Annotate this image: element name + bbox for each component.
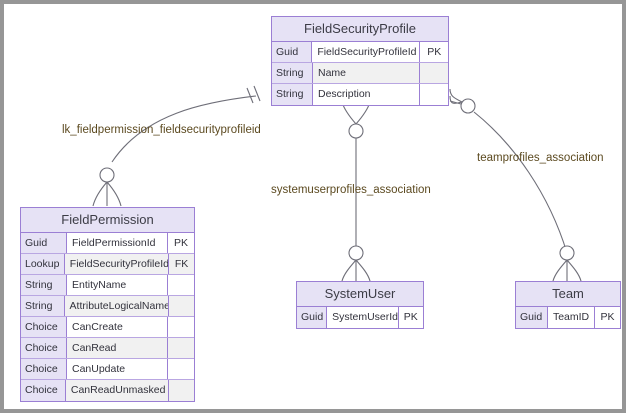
attribute-row[interactable]: Choice CanUpdate — [21, 359, 194, 380]
attribute-type: Choice — [21, 338, 67, 358]
connector-systemuser-circle-top — [348, 123, 364, 139]
connector-lk-line — [111, 95, 257, 163]
attribute-name: AttributeLogicalName — [69, 300, 169, 312]
attribute-row[interactable]: Guid TeamID PK — [516, 307, 620, 328]
attribute-name: FieldSecurityProfileId — [69, 258, 169, 270]
entity-attribute-list: Guid TeamID PK — [516, 307, 620, 328]
attribute-row[interactable]: String Name — [272, 63, 448, 84]
attribute-name: TeamID — [552, 311, 590, 323]
attribute-type: String — [21, 275, 67, 295]
attribute-row[interactable]: String Description — [272, 84, 448, 105]
attribute-name: CanRead — [72, 342, 117, 354]
connector-systemuser-crowsfoot-bottom — [341, 259, 371, 282]
entity-team[interactable]: Team Guid TeamID PK — [515, 281, 621, 329]
connector-lk-crowsfoot — [92, 181, 122, 207]
attribute-key: PK — [419, 42, 448, 62]
attribute-type: String — [272, 84, 313, 105]
attribute-name: Name — [318, 67, 347, 79]
attribute-type: Lookup — [21, 254, 65, 274]
attribute-row[interactable]: Lookup FieldSecurityProfileId FK — [21, 254, 194, 275]
connector-lk-tick-2 — [253, 85, 261, 102]
entity-attribute-list: Guid SystemUserId PK — [297, 307, 423, 328]
attribute-row[interactable]: Guid FieldSecurityProfileId PK — [272, 42, 448, 63]
attribute-row[interactable]: Choice CanReadUnmasked — [21, 380, 194, 401]
attribute-key — [168, 296, 194, 316]
attribute-row[interactable]: Choice CanRead — [21, 338, 194, 359]
attribute-name: SystemUserId — [332, 311, 398, 323]
entity-fieldpermission[interactable]: FieldPermission Guid FieldPermissionId P… — [20, 207, 195, 402]
attribute-key: PK — [594, 307, 620, 328]
connector-team-crowsfoot-left — [449, 88, 463, 104]
attribute-type: Choice — [21, 317, 67, 337]
attribute-row[interactable]: Guid FieldPermissionId PK — [21, 233, 194, 254]
entity-systemuser[interactable]: SystemUser Guid SystemUserId PK — [296, 281, 424, 329]
entity-title: FieldSecurityProfile — [272, 17, 448, 42]
attribute-type: Guid — [272, 42, 313, 62]
attribute-key — [419, 63, 448, 83]
attribute-name: FieldSecurityProfileId — [317, 46, 417, 58]
attribute-row[interactable]: Guid SystemUserId PK — [297, 307, 423, 328]
entity-attribute-list: Guid FieldPermissionId PK Lookup FieldSe… — [21, 233, 194, 401]
connector-team-stem-left — [449, 100, 462, 105]
attribute-key — [419, 84, 448, 105]
attribute-key: PK — [167, 233, 194, 253]
relationship-label-teamprofiles-association: teamprofiles_association — [477, 152, 604, 164]
attribute-key: PK — [397, 307, 424, 328]
attribute-key: FK — [168, 254, 194, 274]
relationship-label-lk-fieldpermission-fieldsecurityprofileid: lk_fieldpermission_fieldsecurityprofilei… — [62, 124, 261, 136]
entity-attribute-list: Guid FieldSecurityProfileId PK String Na… — [272, 42, 448, 105]
attribute-type: Guid — [297, 307, 328, 328]
entity-title: SystemUser — [297, 282, 423, 307]
attribute-type: Guid — [516, 307, 548, 328]
connector-team-crowsfoot-bottom — [552, 259, 582, 282]
attribute-name: CanCreate — [72, 321, 123, 333]
attribute-key — [167, 275, 194, 295]
attribute-name: CanReadUnmasked — [70, 384, 166, 396]
attribute-type: Guid — [21, 233, 67, 253]
attribute-name: FieldPermissionId — [72, 237, 156, 249]
attribute-key — [167, 359, 194, 379]
attribute-row[interactable]: String EntityName — [21, 275, 194, 296]
connector-systemuser-circle-bottom — [348, 245, 364, 261]
connector-lk-tick-1 — [246, 87, 254, 104]
connector-team-circle-left — [460, 98, 476, 114]
attribute-name: CanUpdate — [72, 363, 126, 375]
connector-team-line — [473, 111, 568, 254]
attribute-type: String — [272, 63, 313, 83]
attribute-key — [167, 317, 194, 337]
attribute-row[interactable]: Choice CanCreate — [21, 317, 194, 338]
attribute-key — [167, 380, 194, 401]
attribute-type: Choice — [21, 359, 67, 379]
entity-title: FieldPermission — [21, 208, 194, 233]
attribute-type: String — [21, 296, 65, 316]
connector-team-circle-bottom — [559, 245, 575, 261]
connector-lk-circle — [99, 167, 115, 183]
attribute-name: EntityName — [72, 279, 127, 291]
entity-title: Team — [516, 282, 620, 307]
entity-fieldsecurityprofile[interactable]: FieldSecurityProfile Guid FieldSecurityP… — [271, 16, 449, 106]
attribute-name: Description — [318, 88, 371, 100]
relationship-label-systemuserprofiles-association: systemuserprofiles_association — [271, 184, 431, 196]
attribute-key — [167, 338, 194, 358]
attribute-row[interactable]: String AttributeLogicalName — [21, 296, 194, 317]
attribute-type: Choice — [21, 380, 66, 401]
